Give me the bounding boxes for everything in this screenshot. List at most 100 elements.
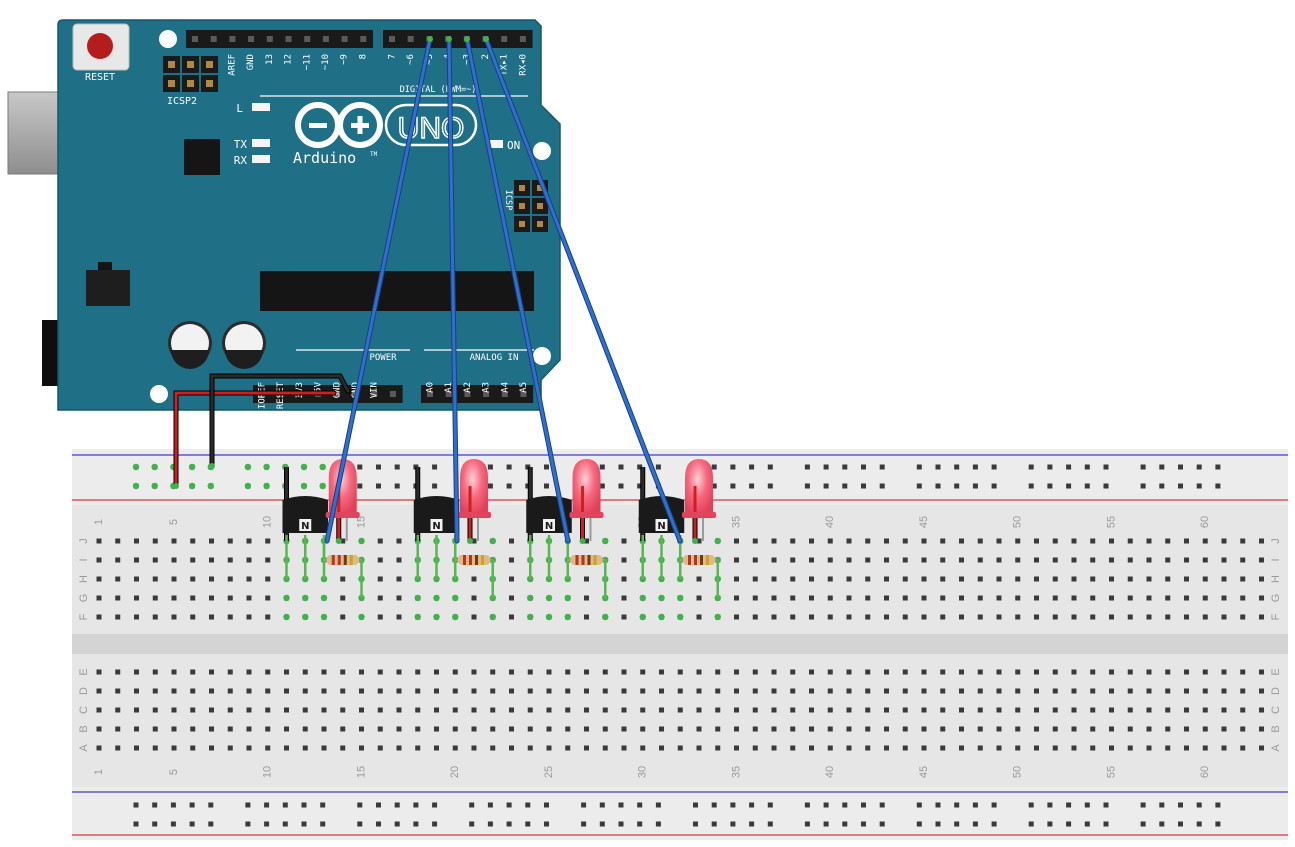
wire-pin2[interactable] bbox=[484, 37, 682, 543]
driver-stage-4: N bbox=[638, 459, 719, 598]
breadboard-hole bbox=[959, 576, 964, 582]
breadboard-hole bbox=[1109, 614, 1114, 620]
driver-stage-2: N bbox=[413, 459, 494, 598]
breadboard-hole bbox=[509, 538, 514, 544]
breadboard-hole bbox=[546, 745, 552, 751]
breadboard-hole bbox=[1259, 595, 1264, 601]
rail-hole bbox=[357, 802, 363, 808]
breadboard-hole bbox=[1165, 726, 1171, 732]
breadboard-hole bbox=[471, 576, 477, 582]
rail-hole bbox=[1140, 802, 1146, 808]
breadboard-hole bbox=[977, 576, 983, 582]
breadboard-hole bbox=[996, 726, 1002, 732]
breadboard-hole bbox=[921, 669, 927, 675]
breadboard-hole bbox=[434, 726, 439, 732]
rail-hole bbox=[152, 802, 158, 808]
breadboard-hole bbox=[284, 707, 289, 713]
power-rail-bottom bbox=[72, 787, 1288, 840]
rail-hole bbox=[655, 464, 661, 470]
rail-hole bbox=[749, 821, 755, 827]
connected-hole bbox=[414, 594, 421, 602]
column-number: 20 bbox=[449, 766, 461, 778]
column-number: 10 bbox=[262, 766, 274, 778]
rail-hole bbox=[749, 802, 755, 808]
breadboard-hole bbox=[190, 669, 196, 675]
breadboard-hole bbox=[415, 707, 421, 713]
breadboard-hole bbox=[152, 726, 158, 732]
rail-hole bbox=[1196, 821, 1202, 827]
mounting-hole-top-left bbox=[159, 30, 177, 48]
breadboard-hole bbox=[827, 595, 833, 601]
wire-pin5[interactable] bbox=[325, 37, 432, 543]
icsp2-pin bbox=[168, 80, 175, 87]
breadboard-hole bbox=[959, 557, 964, 563]
rail-hole bbox=[916, 821, 922, 827]
wire-gnd[interactable] bbox=[210, 374, 350, 468]
rail-hole bbox=[432, 483, 438, 489]
rail-hole bbox=[544, 821, 549, 827]
rail-hole bbox=[1047, 802, 1053, 808]
breadboard-hole bbox=[1052, 707, 1058, 713]
rail-hole bbox=[991, 821, 997, 827]
wire-5v[interactable] bbox=[174, 391, 336, 488]
breadboard-hole bbox=[209, 595, 214, 601]
breadboard-hole bbox=[115, 688, 121, 694]
wire-pin3[interactable] bbox=[465, 37, 570, 543]
breadboard-hole bbox=[884, 538, 889, 544]
rail-hole bbox=[170, 802, 176, 808]
rail-hole bbox=[655, 821, 661, 827]
breadboard-hole bbox=[677, 669, 683, 675]
breadboard-hole bbox=[715, 726, 721, 732]
breadboard-hole bbox=[1052, 688, 1058, 694]
resistor-body bbox=[326, 555, 359, 565]
breadboard-hole bbox=[246, 688, 252, 694]
breadboard-hole bbox=[827, 557, 833, 563]
breadboard-hole bbox=[359, 745, 364, 751]
breadboard-hole bbox=[1221, 726, 1227, 732]
breadboard-hole bbox=[884, 726, 889, 732]
wire-pin4[interactable] bbox=[447, 37, 459, 543]
row-letter: J bbox=[1270, 538, 1282, 544]
breadboard-hole bbox=[471, 726, 477, 732]
breadboard-hole bbox=[284, 669, 289, 675]
breadboard-hole bbox=[565, 688, 571, 694]
breadboard-hole bbox=[1240, 707, 1246, 713]
breadboard-hole bbox=[152, 707, 158, 713]
breadboard-hole bbox=[1109, 688, 1114, 694]
digital-top-header-pin bbox=[266, 36, 273, 42]
rail-hole bbox=[1178, 821, 1183, 827]
breadboard-hole bbox=[377, 688, 383, 694]
breadboard-hole bbox=[190, 707, 196, 713]
atmega-chip bbox=[260, 271, 534, 311]
breadboard-hole bbox=[96, 745, 102, 751]
breadboard-hole bbox=[152, 688, 158, 694]
breadboard-hole bbox=[1165, 538, 1171, 544]
breadboard-hole bbox=[152, 595, 158, 601]
mounting-hole-right-bottom bbox=[533, 347, 551, 365]
digital-low-header-pin bbox=[407, 36, 414, 42]
row-letter: H bbox=[78, 575, 90, 583]
row-letter: C bbox=[78, 706, 90, 714]
breadboard-hole bbox=[715, 688, 721, 694]
rail-hole bbox=[506, 802, 512, 808]
wire-end-pin4 bbox=[446, 36, 452, 42]
column-number: 45 bbox=[918, 516, 930, 528]
breadboard-hole bbox=[377, 726, 383, 732]
breadboard-hole bbox=[527, 707, 533, 713]
connected-hole bbox=[358, 537, 365, 545]
breadboard-hole bbox=[921, 576, 927, 582]
breadboard-hole bbox=[884, 595, 889, 601]
column-number: 5 bbox=[168, 519, 180, 525]
breadboard-hole bbox=[809, 688, 814, 694]
breadboard-hole bbox=[1259, 726, 1264, 732]
breadboard-hole bbox=[490, 688, 496, 694]
breadboard-hole bbox=[1015, 745, 1021, 751]
breadboard-hole bbox=[940, 614, 946, 620]
breadboard-hole bbox=[1109, 595, 1114, 601]
breadboard-hole bbox=[677, 707, 683, 713]
rail-hole bbox=[487, 821, 493, 827]
rail-hole bbox=[506, 483, 512, 489]
breadboard-hole bbox=[340, 688, 346, 694]
breadboard-hole bbox=[846, 595, 852, 601]
connected-hole bbox=[489, 537, 496, 545]
